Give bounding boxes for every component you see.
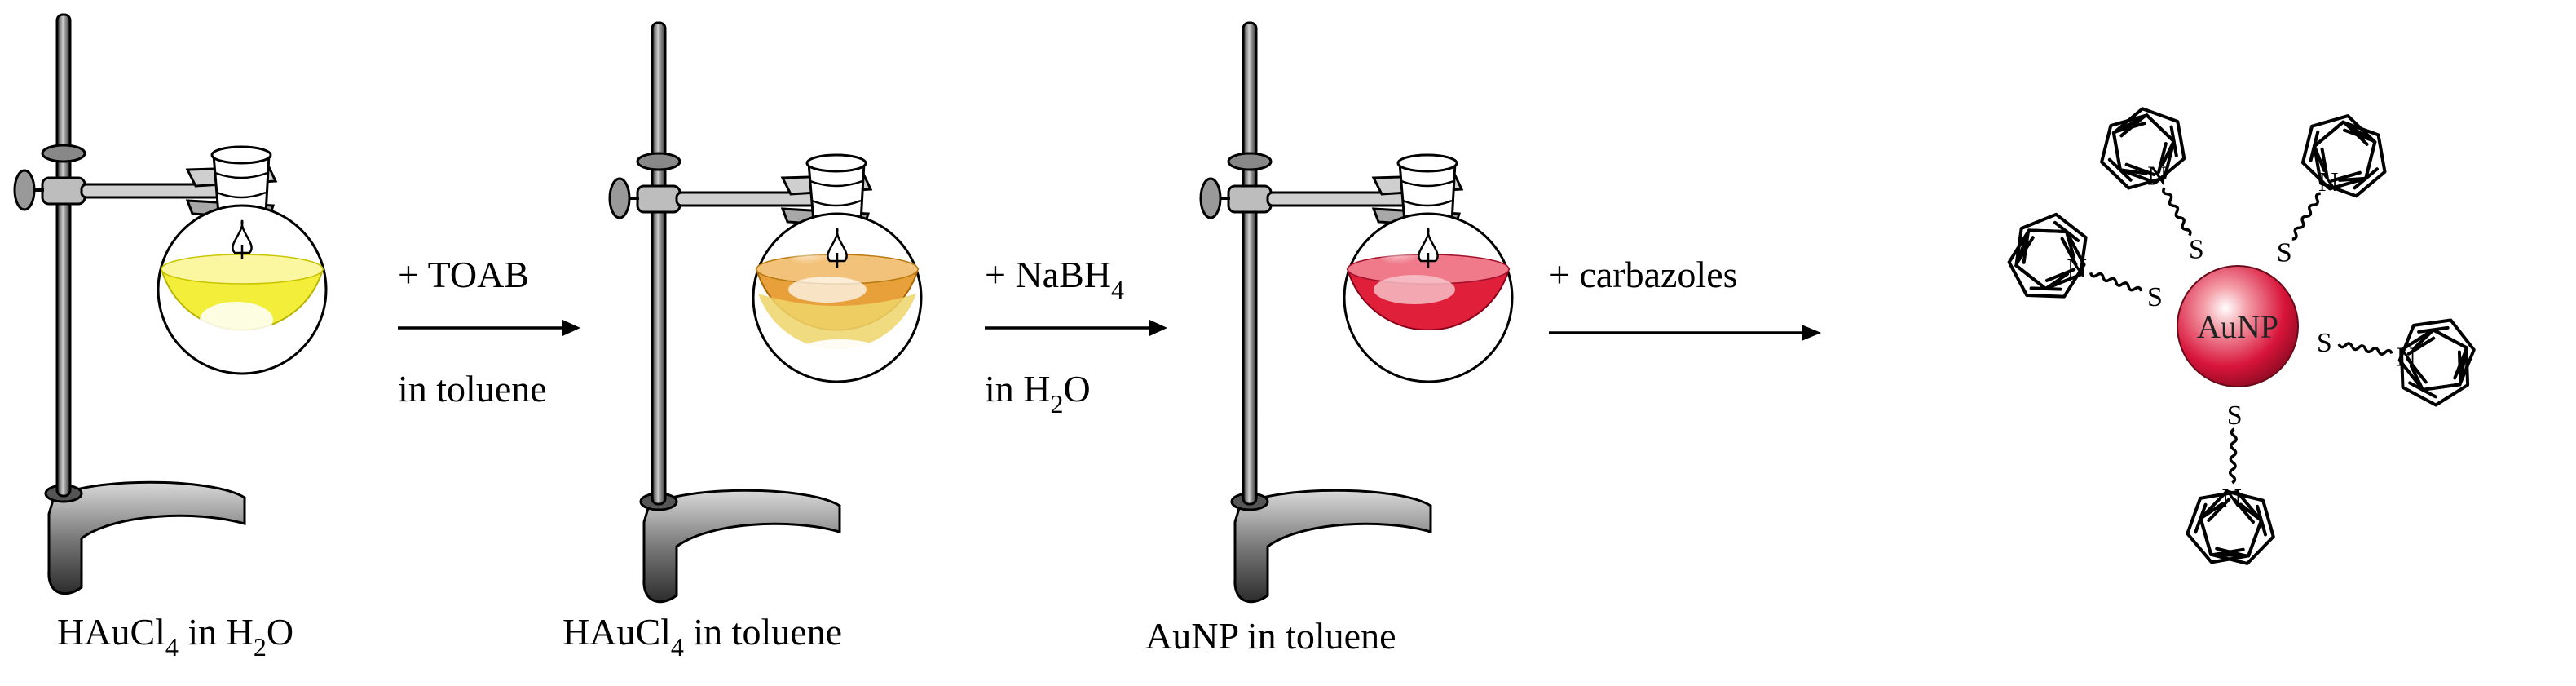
bond (2029, 286, 2062, 291)
bond (2207, 498, 2231, 523)
stage-3-apparatus (1199, 21, 1514, 604)
bond (2115, 122, 2147, 133)
bond (2107, 157, 2133, 182)
nitrogen-atom: N (2147, 162, 2168, 192)
bond (2406, 357, 2428, 384)
bond (2300, 114, 2377, 191)
bond (2313, 120, 2387, 198)
bond (2044, 268, 2076, 282)
thiol-linker (2162, 187, 2192, 237)
sulfur-atom: S (2277, 237, 2292, 268)
stage-1-apparatus (13, 13, 328, 595)
bond (2186, 490, 2263, 564)
bond (2215, 547, 2247, 558)
bond (2199, 489, 2275, 565)
step-1: + TOAB in toluene (398, 254, 580, 409)
bond (2406, 336, 2436, 356)
bond (2053, 220, 2080, 242)
bond (2157, 142, 2168, 174)
thiol-linker (2228, 427, 2238, 485)
stage-3-label: AuNP in toluene (1145, 615, 1396, 657)
sulfur-atom: S (2147, 282, 2163, 312)
stage-2-apparatus (608, 21, 923, 604)
nitrogen-atom: N (2067, 254, 2087, 284)
carbazole-ligands: S N S N S N S N S N (2007, 107, 2476, 565)
stage-1-label: HAuCl4 in H2O (57, 611, 293, 662)
bond (2015, 236, 2035, 264)
nitrogen-atom: N (2318, 167, 2339, 197)
arrowhead-icon (562, 320, 580, 336)
nitrogen-atom: N (2221, 484, 2242, 514)
bond (2007, 228, 2086, 299)
sulfur-atom: S (2189, 235, 2204, 265)
bond (2320, 147, 2329, 180)
step-1-condition: in toluene (398, 368, 547, 409)
bond (2408, 381, 2437, 399)
gold-nanoparticle (2177, 265, 2299, 387)
bond (2353, 167, 2379, 190)
nitrogen-atom: N (2397, 342, 2417, 372)
stage-2-label: HAuCl4 in toluene (562, 611, 842, 662)
thiol-linker (2089, 272, 2143, 292)
step-3: + carbazoles (1549, 254, 1821, 341)
bond (2111, 107, 2186, 184)
bond (2232, 498, 2255, 524)
thiol-linker (2291, 192, 2321, 241)
step-2-condition: in H2O (985, 368, 1091, 418)
bond (2169, 125, 2178, 157)
bond (2453, 349, 2468, 380)
step-1-reagent: + TOAB (398, 254, 529, 295)
bond (2060, 237, 2078, 267)
step-2-reagent: + NaBH4 (985, 254, 1124, 304)
step-2: + NaBH4 in H2O (985, 254, 1167, 418)
bond (2399, 328, 2470, 407)
bond (2397, 318, 2476, 392)
arrowhead-icon (1149, 320, 1167, 336)
step-3-reagent: + carbazoles (1549, 254, 1738, 295)
bond (2330, 170, 2362, 183)
sulfur-atom: S (2317, 328, 2332, 358)
bond (2309, 130, 2320, 162)
bond (2014, 212, 2088, 290)
thiol-linker (2337, 342, 2393, 356)
bond (2417, 325, 2450, 334)
nanoparticle-label: AuNP (2197, 308, 2278, 345)
bond (2100, 113, 2176, 190)
arrowhead-icon (1802, 325, 1821, 341)
bond (2256, 504, 2267, 537)
sulfur-atom: S (2227, 401, 2243, 431)
bond (2194, 502, 2208, 534)
bond (2124, 162, 2156, 176)
bond (2344, 122, 2369, 146)
